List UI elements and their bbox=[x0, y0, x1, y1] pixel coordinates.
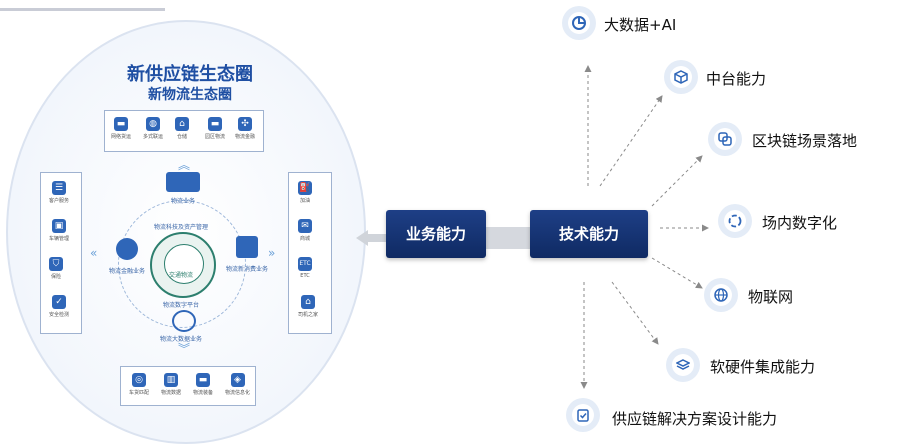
tech-item-label: 软硬件集成能力 bbox=[710, 358, 816, 376]
arrow-blockchain bbox=[651, 155, 703, 207]
truck-icon bbox=[166, 172, 200, 192]
tech-capability-box: 技术能力 bbox=[530, 210, 648, 258]
ecosystem-subtitle: 新物流生态圈 bbox=[148, 87, 232, 103]
store-icon bbox=[236, 236, 258, 258]
bar-chart-icon: ▥ bbox=[164, 373, 178, 387]
left-item-label: 安全检测 bbox=[49, 312, 70, 318]
coins-icon bbox=[116, 238, 138, 260]
delivery-truck-icon: ▬ bbox=[208, 117, 222, 131]
data-graph-icon bbox=[172, 310, 196, 332]
bottom-item-label: 车货匹配 bbox=[129, 390, 150, 396]
bottom-item-label: 物流数据 bbox=[161, 390, 182, 396]
box-icon: ◈ bbox=[230, 373, 245, 387]
tech-item-label: 供应链解决方案设计能力 bbox=[612, 410, 778, 428]
business-capability-box: 业务能力 bbox=[386, 210, 486, 258]
home-icon: ⌂ bbox=[301, 295, 315, 309]
globe-icon bbox=[704, 278, 738, 312]
arrow-integration bbox=[611, 281, 659, 345]
chevron-right-icon: » bbox=[268, 246, 276, 260]
equipment-icon: ▬ bbox=[196, 373, 210, 387]
etc-icon: ETC bbox=[298, 257, 312, 271]
globe-icon: ◍ bbox=[146, 117, 160, 131]
warehouse-icon: ⌂ bbox=[175, 117, 189, 131]
bottom-item-label: 物流装备 bbox=[193, 390, 214, 396]
mountain-logo-icon bbox=[164, 244, 204, 284]
ecosystem-title: 新供应链生态圈 bbox=[127, 64, 253, 85]
customer-icon: ☰ bbox=[52, 181, 66, 195]
left-item-label: 客户服务 bbox=[49, 198, 70, 204]
chevron-down-icon: ︾ bbox=[178, 342, 191, 356]
tech-item-label: 场内数字化 bbox=[762, 214, 838, 232]
top-item-label: 园区物流 bbox=[205, 134, 226, 140]
ring-text-top: 物流科技及资产管理 bbox=[153, 224, 208, 231]
ring-text-bottom: 物流数字平台 bbox=[162, 302, 199, 309]
right-item-label: 商城 bbox=[299, 236, 310, 242]
bottom-service-panel: ◎ 车货匹配 ▥ 物流数据 ▬ 物流装备 ◈ 物流信息化 bbox=[120, 366, 256, 406]
top-item-label: 网络货运 bbox=[111, 134, 132, 140]
header-divider bbox=[0, 8, 165, 11]
left-arrow-head bbox=[356, 230, 368, 246]
link-band bbox=[486, 227, 532, 249]
cube-icon bbox=[664, 60, 698, 94]
arrow-midplatform bbox=[599, 95, 663, 187]
clipboard-icon bbox=[566, 398, 600, 432]
network-icon: ✣ bbox=[238, 117, 252, 131]
match-icon: ◎ bbox=[132, 373, 146, 387]
top-item-label: 多式联运 bbox=[143, 134, 164, 140]
vehicle-icon: ▣ bbox=[52, 219, 66, 233]
right-item-label: 司机之家 bbox=[298, 312, 319, 318]
shield-icon: ⛉ bbox=[49, 257, 63, 271]
chevron-up-icon: ︽ bbox=[178, 158, 191, 172]
right-item-label: ETC bbox=[300, 273, 310, 279]
cycle-icon bbox=[718, 204, 752, 238]
fuel-icon: ⛽ bbox=[298, 181, 312, 195]
satellite-left-label: 物流金融业务 bbox=[108, 268, 145, 275]
tech-item-label: 区块链场景落地 bbox=[752, 132, 858, 150]
top-item-label: 仓储 bbox=[176, 134, 187, 140]
link-icon bbox=[708, 122, 742, 156]
tech-item-label: 物联网 bbox=[748, 288, 794, 306]
core-hub bbox=[150, 232, 216, 298]
right-service-panel: ⛽ 加油 ✉ 商城 ETC ETC ⌂ 司机之家 bbox=[288, 172, 332, 334]
arrow-iot bbox=[651, 257, 703, 289]
tech-item-label: 中台能力 bbox=[706, 70, 767, 88]
layers-icon bbox=[666, 348, 700, 382]
top-service-panel: ▬ 网络货运 ◍ 多式联运 ⌂ 仓储 ▬ 园区物流 ✣ 物流金融 bbox=[104, 110, 264, 152]
satellite-bottom-label: 物流大数据业务 bbox=[159, 336, 202, 343]
top-item-label: 物流金融 bbox=[235, 134, 256, 140]
satellite-right-label: 物流新消费业务 bbox=[226, 266, 269, 273]
tech-item-label: 大数据+AI bbox=[604, 16, 677, 34]
left-item-label: 车辆管理 bbox=[49, 236, 70, 242]
truck-icon: ▬ bbox=[114, 117, 128, 131]
right-item-label: 加油 bbox=[299, 198, 310, 204]
left-service-panel: ☰ 客户服务 ▣ 车辆管理 ⛉ 保险 ✓ 安全检测 bbox=[40, 172, 82, 334]
satellite-top-label: 物流业务 bbox=[170, 198, 195, 205]
mail-icon: ✉ bbox=[298, 219, 312, 233]
pie-chart-icon bbox=[562, 6, 596, 40]
core-label: 交通物流 bbox=[168, 272, 193, 279]
bottom-item-label: 物流信息化 bbox=[225, 390, 251, 396]
chevron-left-icon: « bbox=[90, 246, 98, 260]
connector-arrows bbox=[356, 65, 709, 389]
left-item-label: 保险 bbox=[50, 274, 61, 280]
check-icon: ✓ bbox=[52, 295, 66, 309]
